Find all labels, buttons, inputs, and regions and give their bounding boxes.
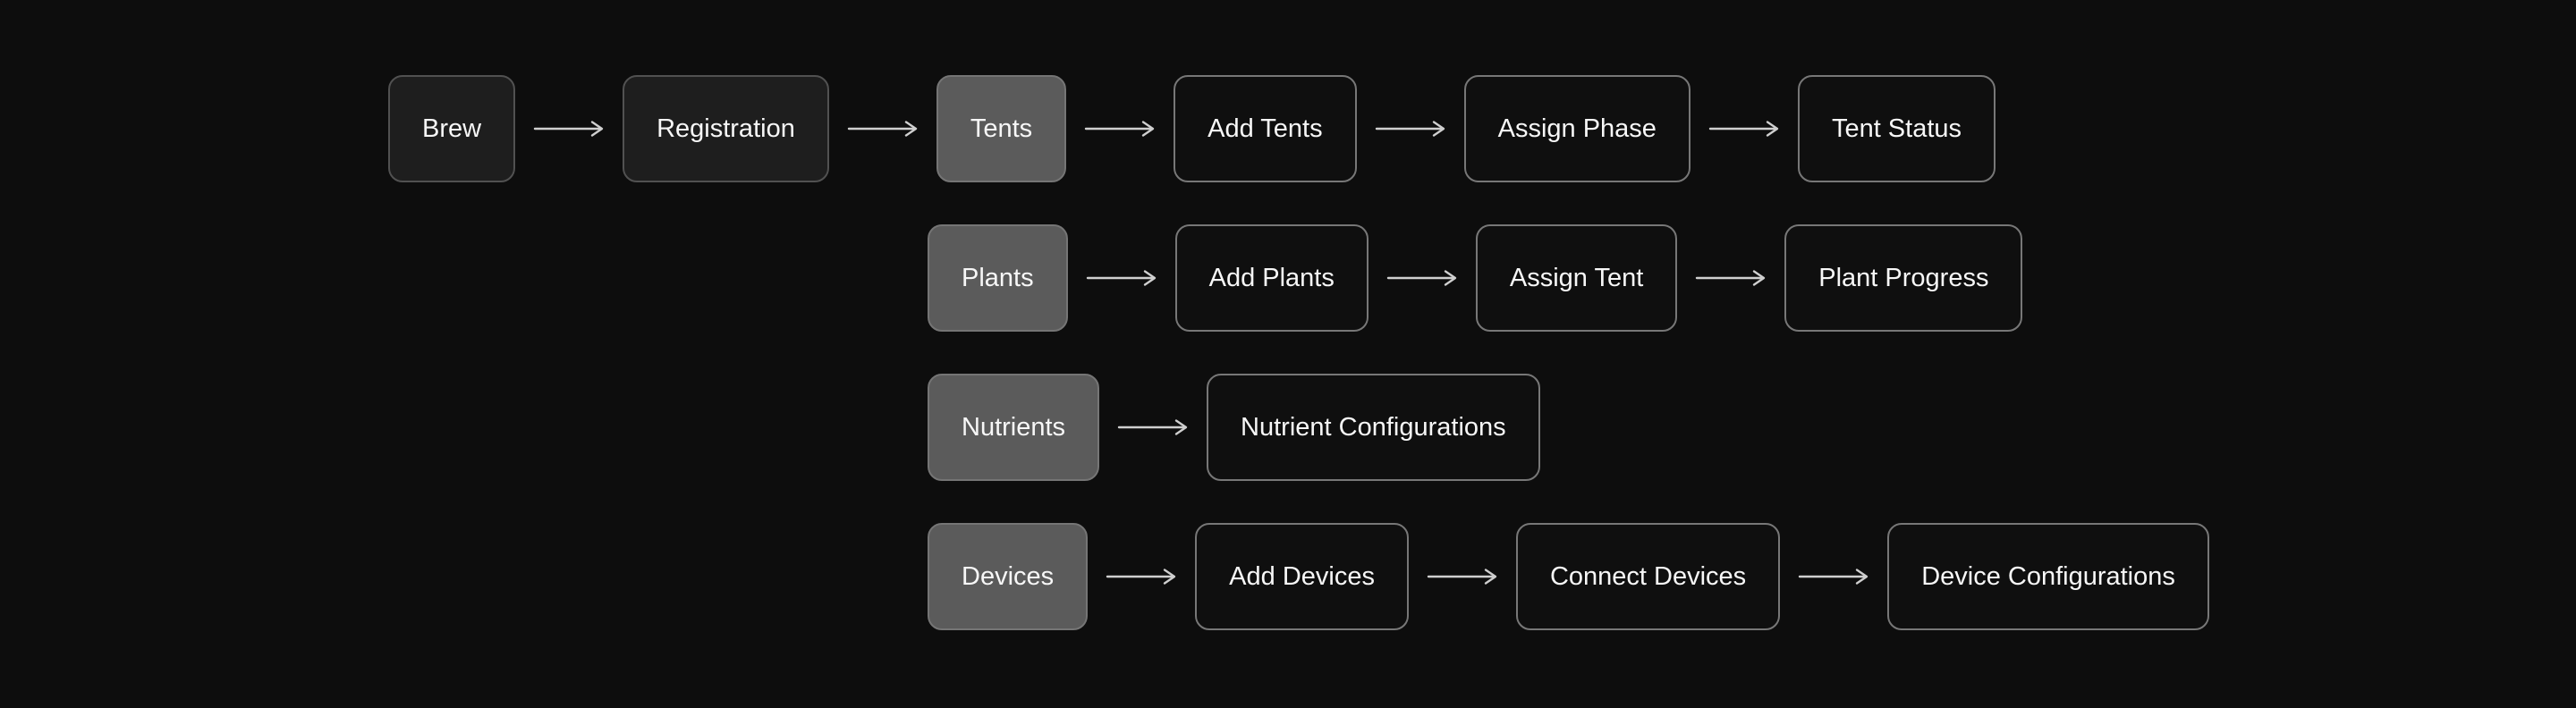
flow-connector	[829, 75, 936, 182]
arrow-right-icon	[847, 121, 918, 137]
flow-node-label: Connect Devices	[1549, 561, 1747, 591]
flow-connector	[515, 75, 623, 182]
flow-node-tent-status[interactable]: Tent Status	[1797, 75, 1996, 182]
arrow-right-icon	[1427, 569, 1497, 585]
arrow-right-icon	[1106, 569, 1176, 585]
arrow-right-icon	[1386, 270, 1457, 286]
flow-node-add-devices[interactable]: Add Devices	[1195, 523, 1409, 630]
flow-node-assign-tent[interactable]: Assign Tent	[1475, 224, 1678, 332]
flow-node-label: Add Tents	[1208, 114, 1323, 143]
flow-connector	[1357, 75, 1464, 182]
flow-node-label: Plants	[962, 263, 1034, 292]
flow-node-brew[interactable]: Brew	[388, 75, 516, 182]
tents-flow-row: Brew Registration Tents Add Tents Assign Pha…	[388, 75, 2576, 182]
devices-flow-row: Devices Add Devices Connect Devices Device …	[928, 523, 2576, 630]
flow-node-label: Device Configurations	[1921, 561, 2175, 591]
flow-node-label: Tents	[970, 114, 1033, 143]
flow-node-label: Add Plants	[1208, 263, 1335, 292]
flow-connector	[1066, 75, 1174, 182]
flow-node-nutrient-configurations[interactable]: Nutrient Configurations	[1207, 374, 1540, 481]
flow-connector	[1780, 523, 1887, 630]
arrow-right-icon	[1086, 270, 1156, 286]
flow-node-label: Nutrient Configurations	[1241, 412, 1506, 442]
flow-node-label: Add Devices	[1229, 561, 1375, 591]
arrow-right-icon	[1375, 121, 1445, 137]
arrow-right-icon	[1117, 419, 1188, 435]
flow-node-plant-progress[interactable]: Plant Progress	[1784, 224, 2023, 332]
flow-connector	[1677, 224, 1784, 332]
flow-connector	[1068, 224, 1175, 332]
flow-node-label: Brew	[422, 114, 482, 143]
flow-node-label: Assign Tent	[1509, 263, 1644, 292]
flow-node-label: Tent Status	[1831, 114, 1962, 143]
flow-node-device-configurations[interactable]: Device Configurations	[1887, 523, 2209, 630]
plants-flow-row: Plants Add Plants Assign Tent Plant Progres…	[928, 224, 2576, 332]
flow-connector	[1690, 75, 1798, 182]
flow-node-tents[interactable]: Tents	[936, 75, 1067, 182]
flow-connector	[1368, 224, 1476, 332]
flow-node-assign-phase[interactable]: Assign Phase	[1463, 75, 1690, 182]
flow-node-devices[interactable]: Devices	[928, 523, 1089, 630]
flow-connector	[1409, 523, 1516, 630]
flow-node-connect-devices[interactable]: Connect Devices	[1515, 523, 1781, 630]
arrow-right-icon	[1798, 569, 1868, 585]
flow-node-add-plants[interactable]: Add Plants	[1174, 224, 1368, 332]
flow-node-label: Nutrients	[962, 412, 1066, 442]
flow-node-nutrients[interactable]: Nutrients	[928, 374, 1100, 481]
arrow-right-icon	[533, 121, 604, 137]
nutrients-flow-row: Nutrients Nutrient Configurations	[928, 374, 2576, 481]
flow-connector	[1088, 523, 1195, 630]
flow-node-add-tents[interactable]: Add Tents	[1174, 75, 1357, 182]
flow-node-label: Plant Progress	[1818, 263, 1989, 292]
flow-node-label: Assign Phase	[1497, 114, 1657, 143]
arrow-right-icon	[1084, 121, 1155, 137]
flow-node-registration[interactable]: Registration	[623, 75, 829, 182]
flow-node-label: Devices	[962, 561, 1055, 591]
flow-node-plants[interactable]: Plants	[928, 224, 1068, 332]
flow-node-label: Registration	[657, 114, 795, 143]
arrow-right-icon	[1696, 270, 1766, 286]
flow-connector	[1099, 374, 1207, 481]
arrow-right-icon	[1708, 121, 1779, 137]
